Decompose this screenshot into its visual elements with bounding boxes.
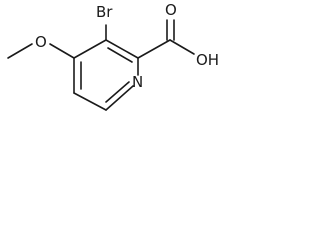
molecule-diagram: Br O OH O N bbox=[7, 1, 219, 111]
bond-c4-omethoxy bbox=[49, 43, 75, 59]
inner-bond-n1-c6 bbox=[105, 81, 130, 103]
bond-omethoxy-ch3 bbox=[7, 43, 33, 59]
bond-c2-carboxyl bbox=[137, 39, 171, 59]
inner-bond-c3-c2 bbox=[107, 47, 133, 63]
ring-nitrogen-label: N bbox=[132, 73, 143, 91]
bond-carboxyl-oh bbox=[169, 39, 195, 55]
methoxy-oxygen-label: O bbox=[35, 33, 47, 51]
hydroxyl-label: OH bbox=[196, 51, 219, 69]
carbonyl-oxygen-label: O bbox=[165, 1, 177, 19]
bond-c4-c3 bbox=[73, 39, 107, 59]
bond-n1-c6 bbox=[105, 85, 134, 111]
bond-c6-c5 bbox=[73, 92, 107, 111]
bond-c3-c2 bbox=[105, 39, 139, 59]
structure-canvas: Br O OH O N bbox=[0, 0, 230, 134]
bromine-label: Br bbox=[96, 3, 113, 21]
